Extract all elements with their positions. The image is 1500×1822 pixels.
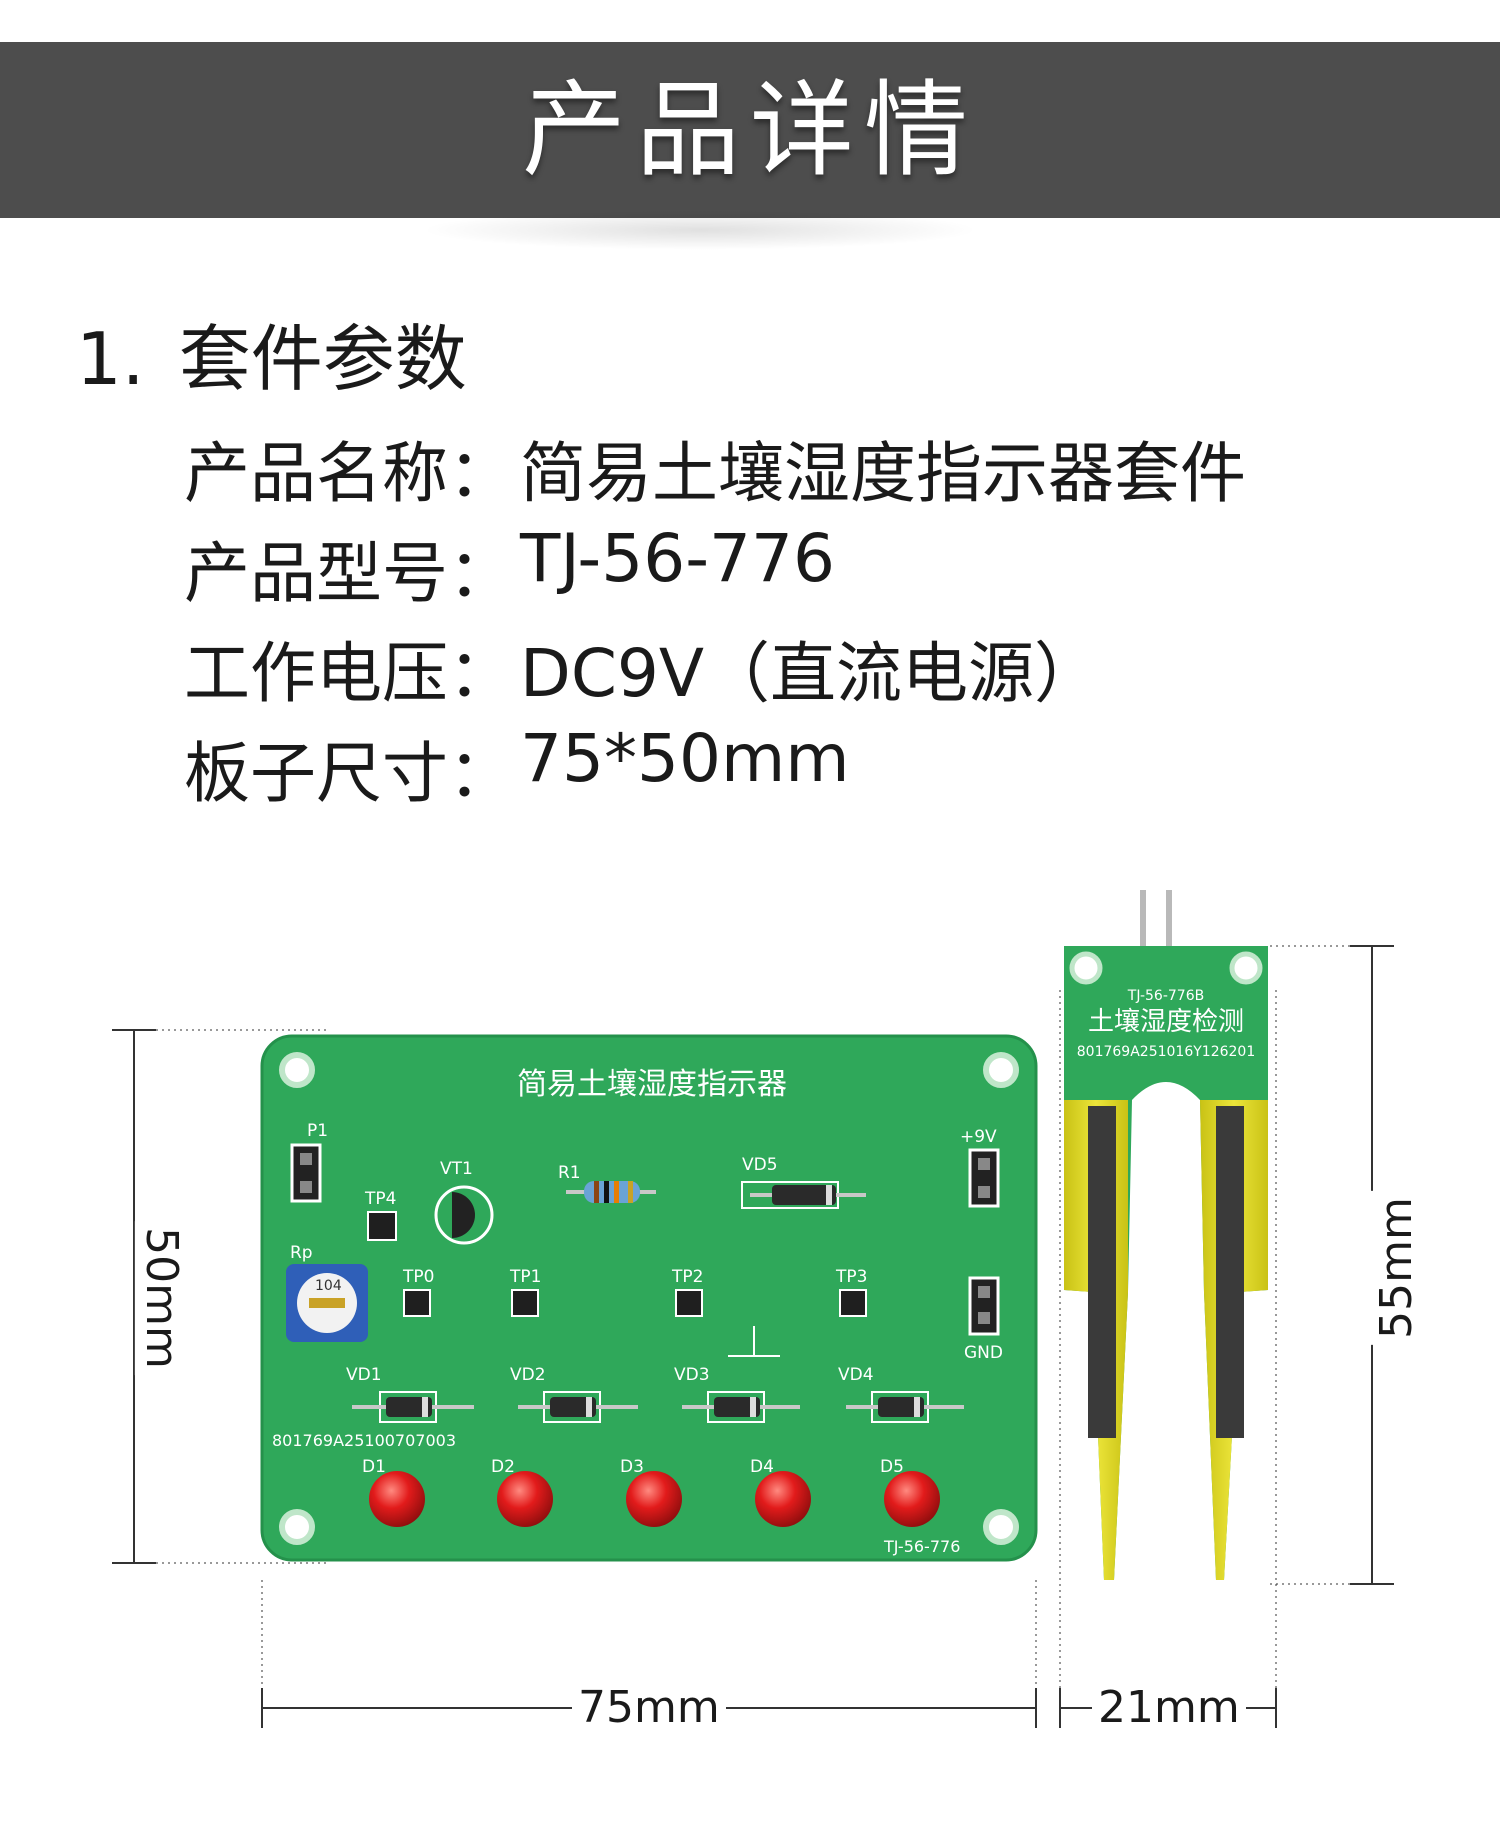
label-d3: D3 [620,1457,644,1477]
mount-hole [983,1052,1019,1088]
led-d4 [755,1471,811,1527]
mount-hole [983,1509,1019,1545]
mount-hole [279,1052,315,1088]
board-height-label: 50mm [134,1221,187,1375]
spec-row-name: 产品名称： 简易土壤湿度指示器套件 [184,420,1246,520]
diode-vd5 [772,1185,836,1205]
mount-hole [279,1509,315,1545]
probe-serial: 801769A251016Y126201 [1077,1044,1255,1060]
board-title: 简易土壤湿度指示器 [517,1067,787,1102]
spec-row-voltage: 工作电压： DC9V（直流电源） [184,620,1246,720]
spec-value: DC9V（直流电源） [520,635,1101,712]
label-tp2: TP2 [671,1267,703,1287]
led-d3 [626,1471,682,1527]
testpoint-tp1 [511,1289,539,1317]
label-9v: +9V [960,1127,997,1147]
led-d5 [884,1471,940,1527]
spec-value: 75*50mm [520,720,850,797]
testpoint-tp3 [839,1289,867,1317]
board-serial: 801769A25100707003 [272,1431,456,1450]
led-d2 [497,1471,553,1527]
testpoint-tp0 [403,1289,431,1317]
label-vd4: VD4 [838,1365,874,1385]
product-figure: 简易土壤湿度指示器 P1 +9V GND TP4 VT1 R1 [0,880,1500,1822]
label-d1: D1 [362,1457,386,1477]
label-d5: D5 [880,1457,904,1477]
probe-model: TJ-56-776B [1127,988,1204,1004]
testpoint-tp4 [367,1211,397,1241]
header-banner [0,42,1500,218]
probe-trace-left [1088,1106,1116,1438]
spec-key: 产品型号： [184,535,514,612]
board-width-label: 75mm [572,1682,726,1734]
section-title: 套件参数 [178,317,467,401]
board-height-dimension [112,1029,330,1564]
probe-hole [1229,951,1263,985]
label-vd1: VD1 [346,1365,382,1385]
label-gnd: GND [964,1343,1003,1363]
led-d1 [369,1471,425,1527]
board-model: TJ-56-776 [883,1537,960,1556]
label-rp: Rp [290,1243,313,1263]
spec-row-model: 产品型号： TJ-56-776 [184,520,1246,620]
section-heading: 1. 套件参数 [76,300,467,405]
ground-symbol [728,1326,780,1357]
spec-value: 简易土壤湿度指示器套件 [520,435,1246,512]
probe-trace-right [1216,1106,1244,1438]
spec-row-size: 板子尺寸： 75*50mm [184,720,1246,820]
section-number: 1. [76,317,145,401]
probe-width-label: 21mm [1092,1682,1246,1734]
diode-vd3 [714,1397,760,1417]
transistor-vt1 [452,1192,475,1238]
diode-vd2 [550,1397,596,1417]
spec-key: 板子尺寸： [184,735,514,812]
probe-hole [1069,951,1103,985]
label-p1: P1 [307,1121,328,1141]
label-vd2: VD2 [510,1365,546,1385]
label-tp0: TP0 [402,1267,434,1287]
testpoint-tp2 [675,1289,703,1317]
diode-vd4 [878,1397,924,1417]
label-tp4: TP4 [364,1189,396,1209]
label-vd5: VD5 [742,1155,778,1175]
label-tp3: TP3 [835,1267,867,1287]
label-d4: D4 [750,1457,774,1477]
label-r1: R1 [558,1163,581,1183]
label-vd3: VD3 [674,1365,710,1385]
pot-code: 104 [315,1278,342,1294]
pcb-board: 简易土壤湿度指示器 P1 +9V GND TP4 VT1 R1 [260,1034,1038,1562]
product-illustration: 简易土壤湿度指示器 P1 +9V GND TP4 VT1 R1 [112,890,1394,1728]
title-shadow [420,210,980,250]
soil-probe: TJ-56-776B 土壤湿度检测 801769A251016Y126201 [1064,890,1268,1580]
label-d2: D2 [491,1457,515,1477]
probe-title: 土壤湿度检测 [1088,1007,1244,1037]
label-vt1: VT1 [440,1159,473,1179]
label-tp1: TP1 [509,1267,541,1287]
diode-vd1 [386,1397,432,1417]
spec-value: TJ-56-776 [520,520,836,597]
spec-key: 工作电压： [184,635,514,712]
spec-key: 产品名称： [184,435,514,512]
probe-height-label: 55mm [1370,1191,1423,1345]
page-title: 产品详情 [521,69,978,191]
spec-list: 产品名称： 简易土壤湿度指示器套件 产品型号： TJ-56-776 工作电压： … [184,420,1246,820]
